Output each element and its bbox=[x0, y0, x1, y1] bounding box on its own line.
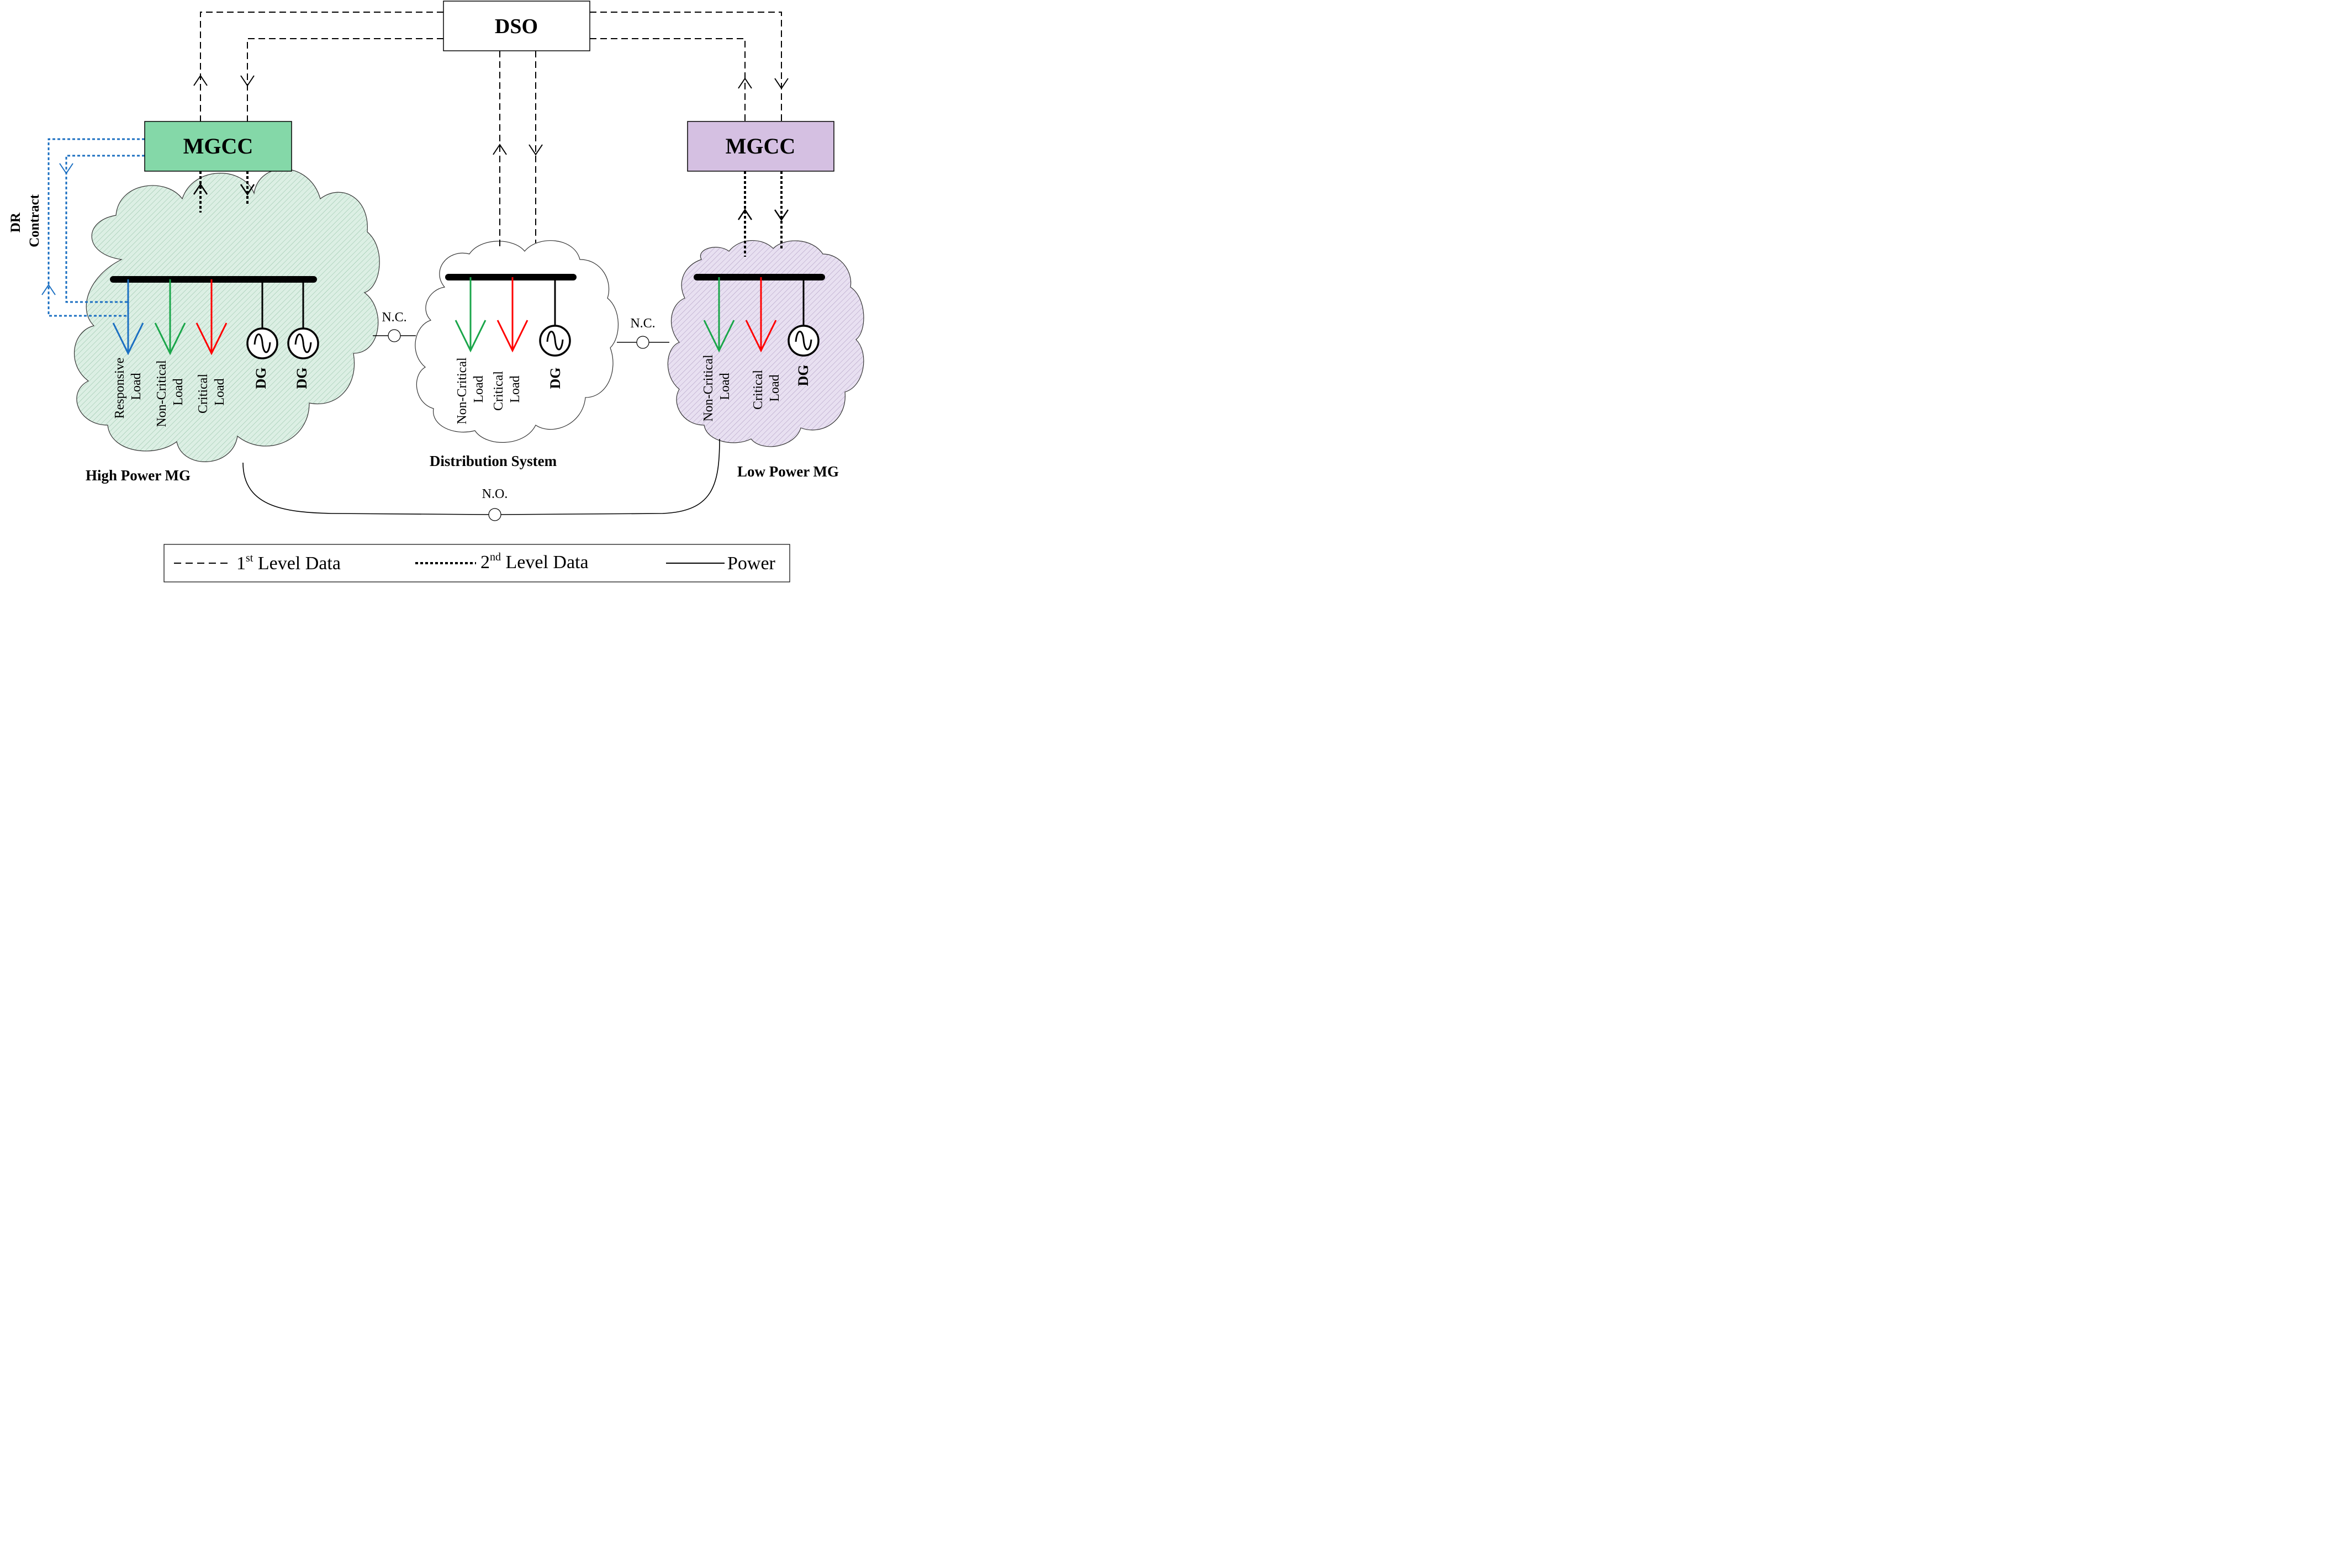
switch-nc-right[interactable]: N.C. bbox=[630, 316, 656, 349]
non-critical-load: Non-Critical Load bbox=[154, 279, 186, 427]
mgcc-right-label: MGCC bbox=[726, 134, 796, 158]
mgcc-left-label: MGCC bbox=[183, 134, 253, 158]
dg-label: DG bbox=[294, 368, 310, 389]
critical-load-label: Critical Load bbox=[196, 370, 227, 414]
critical-load-label: Critical Load bbox=[751, 367, 782, 410]
low-power-mg-cloud bbox=[667, 240, 864, 447]
critical-load: Critical Load bbox=[745, 277, 782, 410]
svg-text:Power: Power bbox=[727, 553, 776, 574]
legend-level2: 2nd Level Data bbox=[415, 551, 589, 573]
legend-power: Power bbox=[666, 553, 776, 574]
distribution-system-caption: Distribution System bbox=[430, 453, 557, 469]
legend: 1st Level Data 2nd Level Data Power bbox=[163, 544, 790, 582]
svg-text:2nd Level Data: 2nd Level Data bbox=[480, 551, 589, 573]
microgrid-diagram: DR Contract DSO MGCC MGCC Responsive Loa… bbox=[8, 1, 864, 582]
responsive-load: Responsive Load bbox=[112, 279, 144, 419]
switch-no-bottom-label: N.O. bbox=[482, 487, 508, 501]
critical-load-label: Critical Load bbox=[492, 368, 522, 411]
level1-data-links bbox=[200, 12, 782, 248]
non-critical-load: Non-Critical Load bbox=[455, 277, 487, 425]
dg-label: DG bbox=[253, 368, 269, 389]
mgcc-right-box[interactable]: MGCC bbox=[687, 121, 834, 172]
non-critical-load: Non-Critical Load bbox=[701, 277, 735, 422]
non-critical-load-label: Non-Critical Load bbox=[155, 357, 186, 427]
dso-label: DSO bbox=[495, 15, 538, 38]
level2-arrowheads bbox=[193, 183, 789, 221]
dg-label: DG bbox=[795, 365, 811, 386]
legend-level1: 1st Level Data bbox=[174, 552, 341, 574]
power-lines bbox=[242, 335, 720, 515]
high-power-mg-caption: High Power MG bbox=[86, 467, 191, 484]
level1-arrowheads bbox=[193, 75, 789, 156]
mgcc-left-box[interactable]: MGCC bbox=[144, 121, 292, 172]
dg-label: DG bbox=[547, 368, 563, 389]
dg-generator: DG bbox=[539, 277, 571, 389]
critical-load: Critical Load bbox=[195, 279, 228, 414]
dr-contract-label: DR Contract bbox=[8, 194, 42, 247]
non-critical-load-label: Non-Critical Load bbox=[701, 351, 732, 421]
responsive-load-label: Responsive Load bbox=[113, 354, 144, 419]
switch-no-bottom[interactable]: N.O. bbox=[482, 487, 508, 521]
distribution-system: Non-Critical Load Critical Load DG Distr… bbox=[430, 274, 577, 469]
non-critical-load-label: Non-Critical Load bbox=[455, 354, 486, 424]
dg-generator: DG bbox=[788, 277, 820, 386]
dg-generator-1: DG bbox=[246, 279, 278, 389]
switch-nc-right-label: N.C. bbox=[630, 316, 655, 331]
svg-text:1st Level Data: 1st Level Data bbox=[236, 552, 341, 574]
high-power-mg-cloud bbox=[74, 168, 380, 462]
switch-nc-left[interactable]: N.C. bbox=[382, 310, 407, 342]
dr-contract-links bbox=[47, 138, 145, 317]
low-power-mg: Non-Critical Load Critical Load DG Low P… bbox=[694, 274, 839, 480]
dso-box[interactable]: DSO bbox=[443, 1, 590, 51]
low-power-mg-caption: Low Power MG bbox=[737, 463, 839, 480]
high-power-mg: Responsive Load Non-Critical Load Critic… bbox=[86, 276, 319, 484]
dg-generator-2: DG bbox=[287, 279, 319, 389]
switch-nc-left-label: N.C. bbox=[382, 310, 406, 325]
level2-data-links bbox=[199, 171, 783, 257]
critical-load: Critical Load bbox=[492, 277, 529, 411]
dr-contract-arrowheads bbox=[41, 163, 73, 295]
